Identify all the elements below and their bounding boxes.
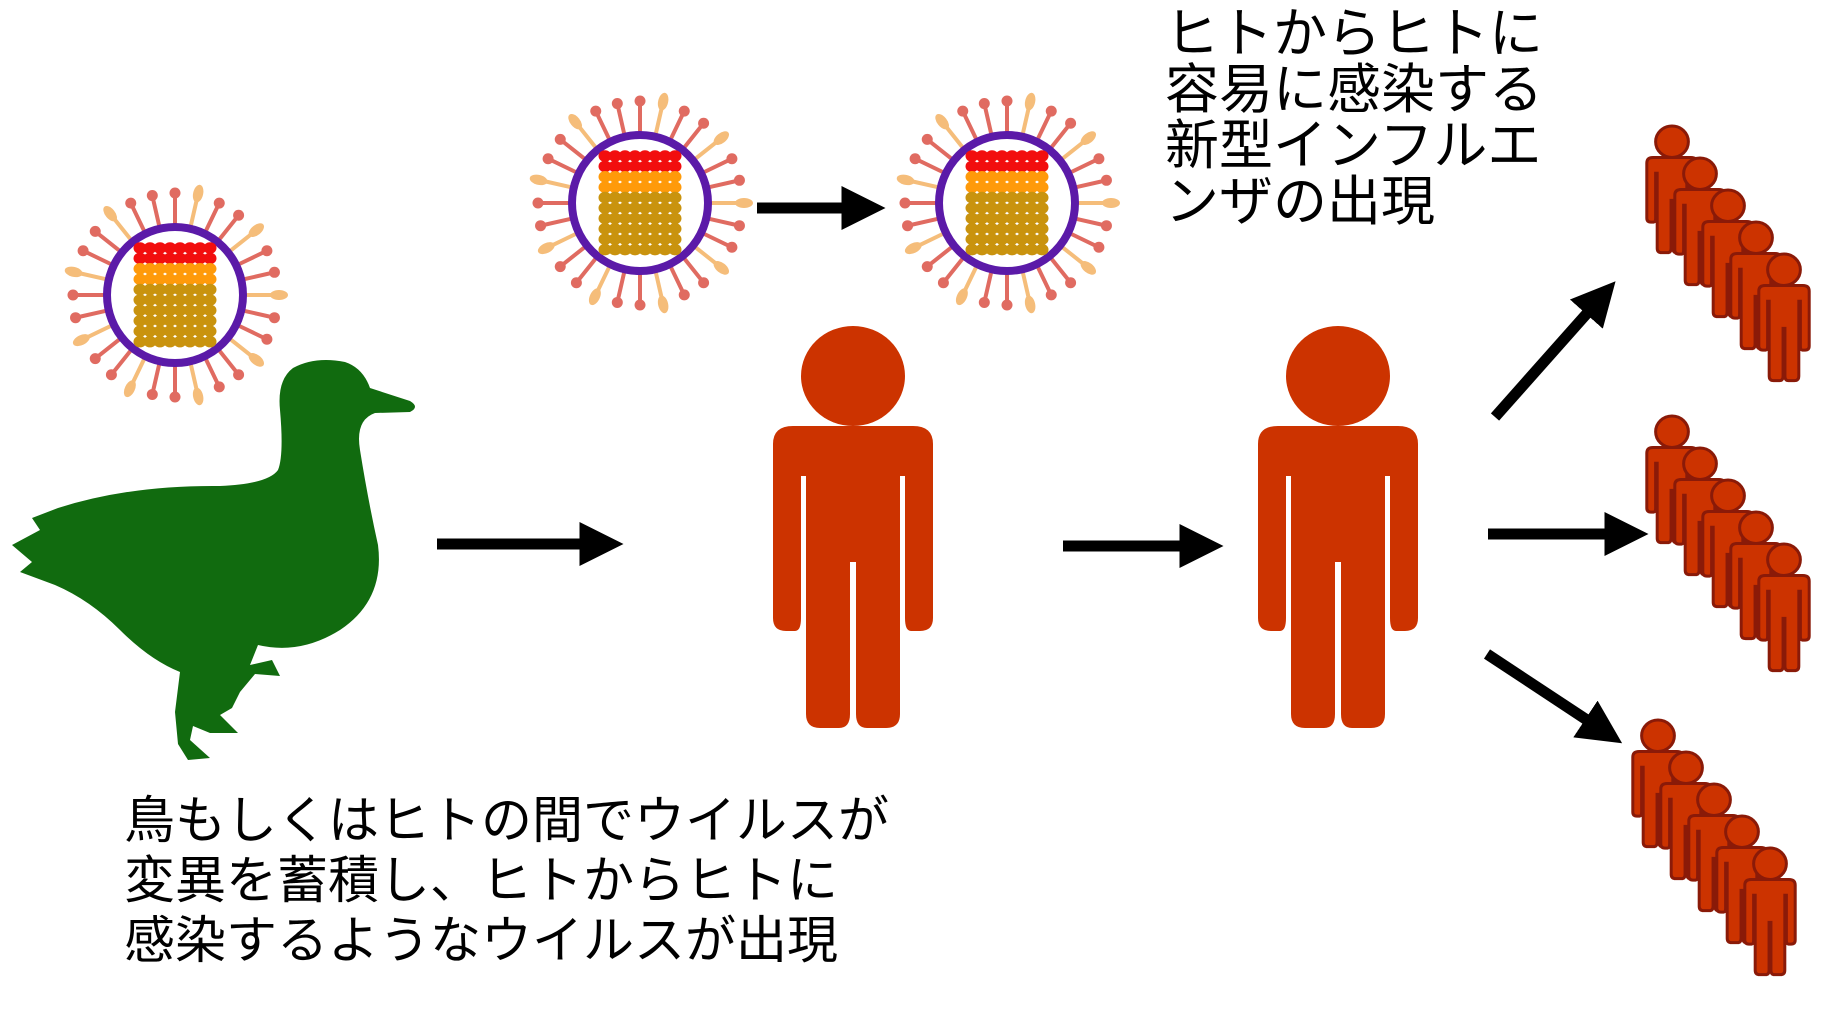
virus-icon	[64, 184, 288, 406]
virus-icon	[896, 92, 1120, 314]
arrow-icon	[1490, 281, 1616, 421]
bottom-caption-line: 変異を蓄積し、ヒトからヒトに	[124, 852, 839, 911]
arrow-icon	[1483, 649, 1623, 744]
crowd-icon	[1645, 414, 1811, 673]
crowd-icon	[1631, 718, 1797, 977]
bottom-caption: 鳥もしくはヒトの間でウイルスが 変異を蓄積し、ヒトからヒトに 感染するようなウイ…	[124, 792, 889, 972]
person-icon	[773, 326, 933, 728]
top-caption-line: ヒトからヒトに	[1165, 2, 1543, 65]
person-icon	[1258, 326, 1418, 728]
top-caption-line: 容易に感染する	[1165, 58, 1543, 121]
top-caption-line: 新型インフルエ	[1165, 114, 1542, 177]
top-caption: ヒトからヒトに 容易に感染する 新型インフルエ ンザの出現	[1165, 6, 1543, 230]
virus-icon	[529, 92, 753, 314]
duck-icon	[12, 360, 415, 760]
crowd-icon	[1645, 124, 1811, 383]
bottom-caption-line: 鳥もしくはヒトの間でウイルスが	[124, 792, 890, 851]
top-caption-line: ンザの出現	[1165, 170, 1435, 233]
bottom-caption-line: 感染するようなウイルスが出現	[124, 912, 839, 971]
